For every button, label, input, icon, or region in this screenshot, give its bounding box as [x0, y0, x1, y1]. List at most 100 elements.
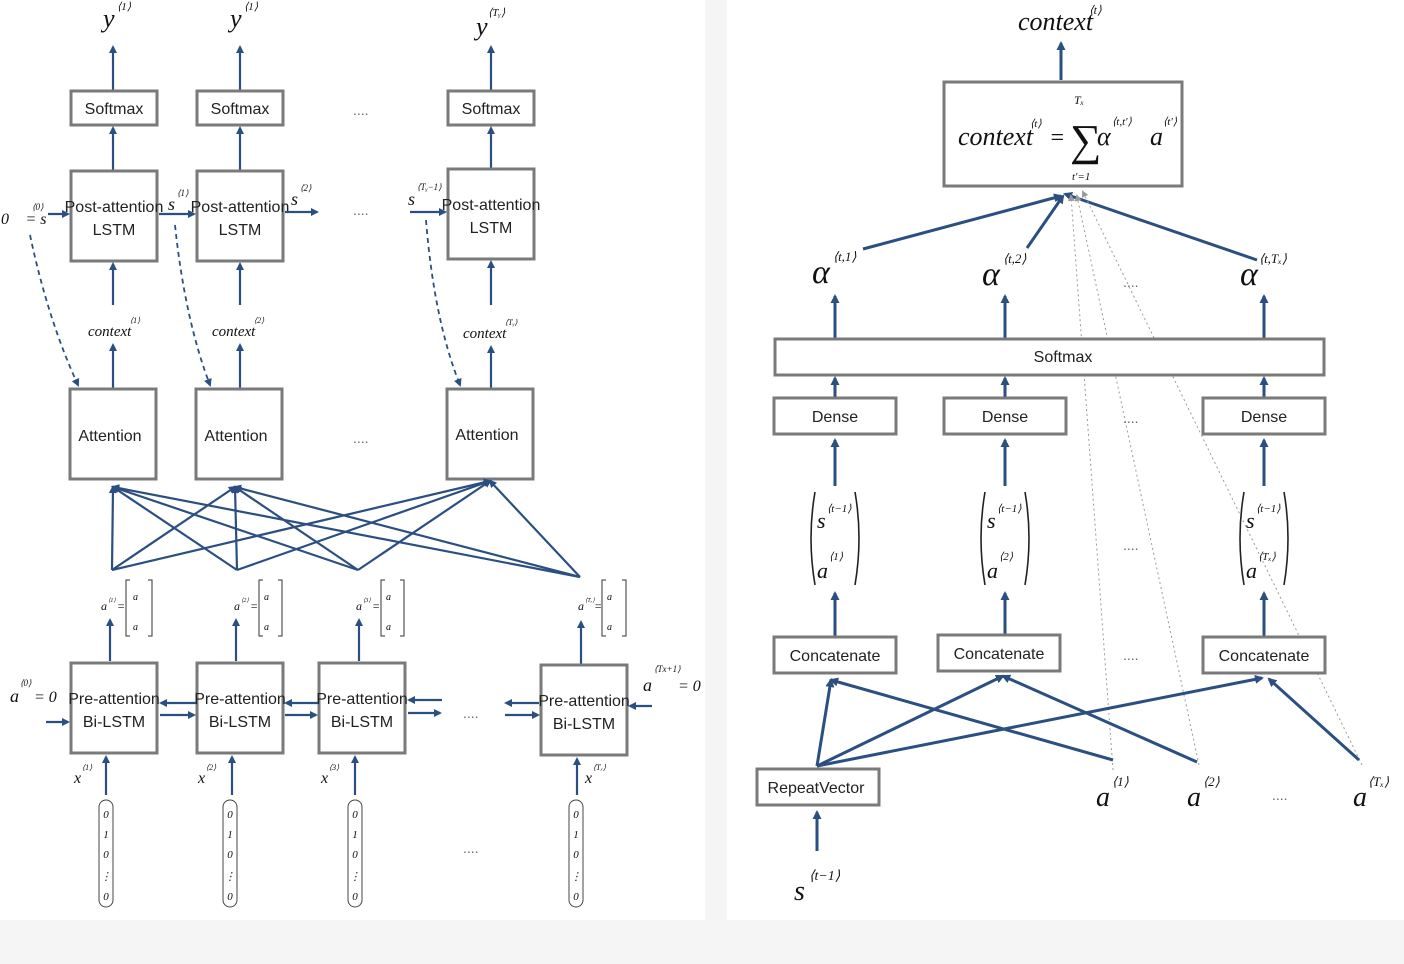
svg-text:⟨1⟩: ⟨1⟩	[244, 1, 259, 13]
svg-text:a: a	[356, 599, 362, 613]
svg-text:a: a	[578, 599, 584, 613]
svg-text:⟨1⟩: ⟨1⟩	[82, 763, 93, 772]
svg-text:α: α	[1097, 122, 1112, 151]
svg-text:⟨Tₓ⟩: ⟨Tₓ⟩	[1258, 551, 1277, 563]
svg-text:Post-attention: Post-attention	[191, 199, 290, 216]
softmax-box-3: Softmax	[446, 89, 536, 127]
svg-text:y: y	[227, 4, 242, 33]
svg-text:Post-attention: Post-attention	[442, 197, 541, 214]
state-sTy-1-label: s ⟨Tᵧ−1⟩	[408, 182, 442, 209]
svg-text:⟨1⟩: ⟨1⟩	[117, 1, 132, 13]
svg-text:a: a	[817, 558, 828, 583]
post-attention-lstm-1: Post-attention LSTM	[65, 169, 163, 263]
arrow-alpha1-formula	[862, 193, 1063, 251]
state-s0-label: 0⃗ = s ⟨0⟩	[1, 202, 46, 228]
svg-text:y: y	[473, 12, 488, 41]
aTx1-end-label: a ⟨Tx+1⟩ = 0⃗	[643, 664, 705, 695]
svg-text:s: s	[794, 876, 805, 907]
svg-text:⟨Tx+1⟩: ⟨Tx+1⟩	[654, 664, 681, 674]
svg-text:⟨t,Tₓ⟩: ⟨t,Tₓ⟩	[1259, 251, 1287, 266]
context-output-label: context ⟨t⟩	[1018, 3, 1102, 36]
svg-text:s: s	[408, 189, 415, 209]
right-diagram-canvas: context ⟨t⟩ context ⟨t⟩ = ∑ Tₓ t'=1 α ⟨t…	[755, 3, 1389, 907]
svg-text:⟨0⟩: ⟨0⟩	[20, 678, 32, 688]
svg-text:⟨Tᵧ⟩: ⟨Tᵧ⟩	[488, 7, 506, 19]
svg-text:0: 0	[573, 809, 579, 821]
xTx-label: x ⟨Tₓ⟩	[584, 763, 607, 787]
svg-text:Concatenate: Concatenate	[790, 648, 881, 665]
svg-text:a: a	[264, 592, 269, 603]
svg-text:Softmax: Softmax	[462, 101, 521, 118]
svg-text:⟨Tₓ⟩: ⟨Tₓ⟩	[593, 763, 607, 772]
onehot-vector-1: 0 1 0 ⋮ 0	[98, 799, 114, 908]
svg-text:1: 1	[103, 829, 109, 841]
svg-text:LSTM: LSTM	[93, 222, 136, 239]
svg-text:⟨Tₓ⟩: ⟨Tₓ⟩	[1368, 774, 1389, 789]
s-t-1-input-label: s ⟨t−1⟩	[794, 869, 841, 907]
pre-attention-bilstm-4: Pre-attention Bi-LSTM	[538, 663, 630, 757]
dense-box-3: Dense	[1201, 396, 1327, 436]
svg-text:⟨t−1⟩: ⟨t−1⟩	[809, 869, 841, 884]
ellipsis-softmax: ....	[353, 102, 369, 118]
svg-text:a: a	[101, 599, 107, 613]
svg-text:⟨1⟩: ⟨1⟩	[108, 597, 116, 604]
svg-text:⟨3⟩: ⟨3⟩	[363, 597, 371, 604]
svg-text:a: a	[264, 622, 269, 633]
svg-text:a: a	[643, 675, 652, 695]
svg-text:s: s	[168, 194, 175, 214]
alpha-t2-label: α ⟨t,2⟩	[982, 251, 1027, 293]
svg-text:a: a	[1187, 782, 1201, 813]
svg-text:0: 0	[103, 809, 109, 821]
softmax-box-2: Softmax	[195, 89, 285, 127]
svg-text:Pre-attention: Pre-attention	[316, 691, 408, 708]
svg-text:context: context	[1018, 7, 1094, 36]
svg-text:⟨t−1⟩: ⟨t−1⟩	[1256, 503, 1281, 515]
svg-text:⟨3⟩: ⟨3⟩	[329, 763, 340, 772]
svg-text:⋮: ⋮	[101, 871, 112, 883]
svg-text:Concatenate: Concatenate	[1219, 648, 1310, 665]
svg-text:⋮: ⋮	[571, 871, 582, 883]
dashed-sTy-attention	[425, 219, 462, 387]
svg-text:a: a	[1353, 782, 1367, 813]
svg-text:α: α	[982, 256, 1001, 293]
svg-text:⟨t⟩: ⟨t⟩	[1089, 3, 1102, 17]
svg-text:⟨1⟩: ⟨1⟩	[177, 188, 189, 198]
svg-text:context: context	[463, 326, 507, 342]
svg-text:Pre-attention: Pre-attention	[538, 693, 630, 710]
svg-text:⟨t'⟩: ⟨t'⟩	[1163, 116, 1178, 128]
svg-text:0: 0	[573, 849, 579, 861]
dense-box-2: Dense	[942, 396, 1068, 436]
svg-text:LSTM: LSTM	[219, 222, 262, 239]
svg-text:a: a	[1246, 558, 1257, 583]
svg-text:⟨Tᵧ⟩: ⟨Tᵧ⟩	[505, 318, 518, 327]
svg-text:context: context	[958, 122, 1034, 151]
state-s2-label: s ⟨2⟩	[291, 183, 312, 209]
a1-input-label: a ⟨1⟩	[1096, 774, 1129, 813]
svg-text:a: a	[386, 592, 391, 603]
state-s1-label: s ⟨1⟩	[168, 188, 189, 214]
left-diagram-canvas: y ⟨1⟩ y ⟨1⟩ y ⟨Tᵧ⟩ Softmax Softmax .... …	[1, 1, 705, 908]
dashed-s1-attention	[174, 224, 212, 387]
svg-text:Bi-LSTM: Bi-LSTM	[83, 714, 145, 731]
attention-mechanism-diagram: context ⟨t⟩ context ⟨t⟩ = ∑ Tₓ t'=1 α ⟨t…	[727, 0, 1404, 920]
svg-text:s: s	[987, 508, 996, 533]
pre-attention-bilstm-1: Pre-attention Bi-LSTM	[68, 661, 160, 755]
ellipsis-onehot: ....	[463, 840, 479, 856]
svg-text:⋮: ⋮	[225, 871, 236, 883]
pre-attention-bilstm-3: Pre-attention Bi-LSTM	[316, 661, 408, 755]
svg-text:a: a	[10, 686, 19, 706]
concat-input-arrows	[815, 674, 1361, 768]
pre-attention-bilstm-2: Pre-attention Bi-LSTM	[194, 661, 286, 755]
svg-text:Attention: Attention	[204, 428, 267, 445]
output-yTy: y ⟨Tᵧ⟩	[473, 7, 506, 41]
svg-text:a: a	[133, 622, 138, 633]
svg-text:Attention: Attention	[78, 428, 141, 445]
svg-text:⟨t⟩: ⟨t⟩	[1030, 118, 1042, 130]
context-Ty-label: context ⟨Tᵧ⟩	[463, 318, 518, 342]
vector-s-a2: s ⟨t−1⟩ a ⟨2⟩	[980, 491, 1030, 586]
svg-text:a: a	[133, 592, 138, 603]
arrow-alpha2-formula	[1025, 194, 1065, 249]
ellipsis-dense: ....	[1123, 410, 1139, 426]
svg-text:Bi-LSTM: Bi-LSTM	[331, 714, 393, 731]
svg-text:=: =	[250, 599, 258, 613]
